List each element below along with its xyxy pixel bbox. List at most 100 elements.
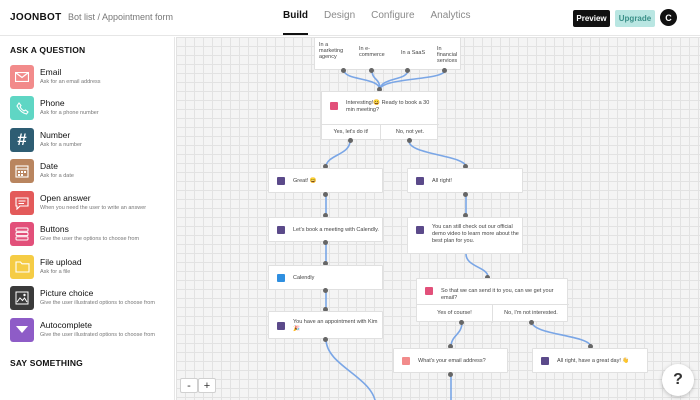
question-text: So that we can send it to you, can we ge…: [441, 288, 554, 301]
upgrade-button[interactable]: Upgrade: [615, 10, 655, 27]
choice-no[interactable]: No, not yet.: [381, 124, 439, 141]
options-node[interactable]: In a marketing agency In e-commerce In a…: [314, 37, 461, 70]
message-text: You can still check out our official dem…: [432, 224, 519, 244]
connector-dot[interactable]: [463, 164, 468, 169]
question-node-meeting[interactable]: Interesting!😄 Ready to book a 30 min mee…: [321, 91, 439, 141]
connector-dot[interactable]: [323, 164, 328, 169]
tab-design[interactable]: Design: [324, 10, 356, 21]
main-tabs: Build Design Configure Analytics: [283, 10, 487, 35]
connector-dot[interactable]: [529, 320, 534, 325]
connector-dot[interactable]: [405, 68, 410, 73]
sidebar-item-autocomplete[interactable]: Autocomplete Give the user illustrated o…: [10, 318, 170, 344]
buttons-icon: [330, 102, 338, 110]
sidebar-item-email[interactable]: Email Ask for an email address: [10, 65, 170, 91]
calendly-node[interactable]: Calendly: [268, 265, 383, 290]
sidebar-item-number[interactable]: # Number Ask for a number: [10, 128, 170, 154]
breadcrumb[interactable]: Bot list / Appointment form: [68, 12, 174, 22]
message-icon: [416, 226, 424, 234]
sidebar-item-title: Email: [40, 67, 62, 77]
preview-button[interactable]: Preview: [573, 10, 610, 27]
help-button[interactable]: ?: [662, 364, 694, 396]
connector-dot[interactable]: [442, 68, 447, 73]
sidebar-item-picture-choice[interactable]: Picture choice Give the user illustrated…: [10, 286, 170, 312]
sidebar-item-file-upload[interactable]: File upload Ask for a file: [10, 255, 170, 281]
choice-yes[interactable]: Yes, let's do it!: [322, 124, 381, 141]
sidebar-item-desc: When you need the user to write an answe…: [40, 205, 147, 211]
message-node-great[interactable]: Great! 😄: [268, 168, 383, 193]
sidebar-item-title: Phone: [40, 98, 65, 108]
connector-dot[interactable]: [407, 138, 412, 143]
question-node-email[interactable]: What's your email address?: [393, 348, 508, 373]
connector-dot[interactable]: [369, 68, 374, 73]
folder-icon: [10, 255, 34, 279]
connector-dot[interactable]: [588, 344, 593, 349]
connector-dot[interactable]: [323, 261, 328, 266]
message-text: All right, have a great day! 👋: [557, 358, 630, 364]
sidebar-item-title: Buttons: [40, 224, 69, 234]
buttons-icon: [10, 222, 34, 246]
connector-dot[interactable]: [323, 192, 328, 197]
sidebar-item-title: Autocomplete: [40, 320, 92, 330]
sidebar-item-desc: Give the user illustrated options to cho…: [40, 332, 155, 338]
message-node-appointment[interactable]: You have an appointment with Kim 🎉: [268, 311, 383, 339]
flow-connectors: [325, 69, 592, 400]
ask-question-heading: ASK A QUESTION: [10, 45, 86, 55]
connector-dot[interactable]: [463, 192, 468, 197]
say-something-heading: SAY SOMETHING: [10, 358, 83, 368]
zoom-in-button[interactable]: +: [198, 378, 216, 393]
option-financial[interactable]: In financial services: [437, 46, 458, 64]
top-bar: JOONBOT Bot list / Appointment form Buil…: [0, 0, 700, 36]
connector-dot[interactable]: [377, 87, 382, 92]
message-node-calendly-intro[interactable]: Let's book a meeting with Calendly.: [268, 217, 383, 242]
connector-dot[interactable]: [348, 138, 353, 143]
sidebar-item-date[interactable]: Date Ask for a date: [10, 159, 170, 185]
choice-no[interactable]: No, I'm not interested.: [493, 304, 569, 323]
sidebar-item-open-answer[interactable]: Open answer When you need the user to wr…: [10, 191, 170, 217]
sidebar: ASK A QUESTION Email Ask for an email ad…: [0, 37, 175, 400]
chat-bubble-icon: [10, 191, 34, 215]
tab-build[interactable]: Build: [283, 10, 308, 35]
connector-dot[interactable]: [341, 68, 346, 73]
tab-configure[interactable]: Configure: [371, 10, 415, 21]
app-logo[interactable]: JOONBOT: [10, 12, 62, 23]
connector-dot[interactable]: [323, 213, 328, 218]
message-node-allright[interactable]: All right!: [407, 168, 523, 193]
connector-dot[interactable]: [323, 240, 328, 245]
sidebar-item-desc: Give the user illustrated options to cho…: [40, 300, 155, 306]
connector-dot[interactable]: [323, 288, 328, 293]
envelope-icon: [10, 65, 34, 89]
sidebar-item-phone[interactable]: Phone Ask for a phone number: [10, 96, 170, 122]
connector-dot[interactable]: [448, 344, 453, 349]
sidebar-item-desc: Ask for an email address: [40, 79, 101, 85]
calendar-icon: [10, 159, 34, 183]
message-text: All right!: [432, 178, 452, 184]
hash-icon: #: [10, 128, 34, 152]
connector-dot[interactable]: [485, 275, 490, 280]
connector-dot[interactable]: [448, 372, 453, 377]
tab-analytics[interactable]: Analytics: [430, 10, 471, 21]
picture-icon: [10, 286, 34, 310]
connector-dot[interactable]: [323, 337, 328, 342]
question-node-send[interactable]: So that we can send it to you, can we ge…: [416, 278, 569, 323]
message-node-demo[interactable]: You can still check out our official dem…: [407, 217, 523, 254]
option-ecommerce[interactable]: In e-commerce: [359, 46, 385, 58]
option-saas[interactable]: In a SaaS: [401, 50, 426, 56]
buttons-icon: [425, 287, 433, 295]
connector-dot[interactable]: [463, 213, 468, 218]
flow-canvas[interactable]: In a marketing agency In e-commerce In a…: [176, 37, 700, 400]
message-icon: [277, 226, 285, 234]
option-marketing[interactable]: In a marketing agency: [319, 42, 344, 60]
question-text: What's your email address?: [418, 358, 486, 364]
message-text: Let's book a meeting with Calendly.: [293, 227, 379, 233]
message-icon: [541, 357, 549, 365]
connector-dot[interactable]: [459, 320, 464, 325]
sidebar-item-buttons[interactable]: Buttons Give the user the options to cho…: [10, 222, 170, 248]
message-node-goodbye[interactable]: All right, have a great day! 👋: [532, 348, 648, 373]
choice-yes[interactable]: Yes of course!: [417, 304, 493, 323]
connector-dot[interactable]: [323, 307, 328, 312]
zoom-out-button[interactable]: -: [180, 378, 198, 393]
sidebar-item-desc: Give the user the options to choose from: [40, 236, 140, 242]
sidebar-item-desc: Ask for a phone number: [40, 110, 99, 116]
avatar[interactable]: C: [660, 9, 677, 26]
question-text: Interesting!😄 Ready to book a 30 min mee…: [346, 100, 430, 113]
